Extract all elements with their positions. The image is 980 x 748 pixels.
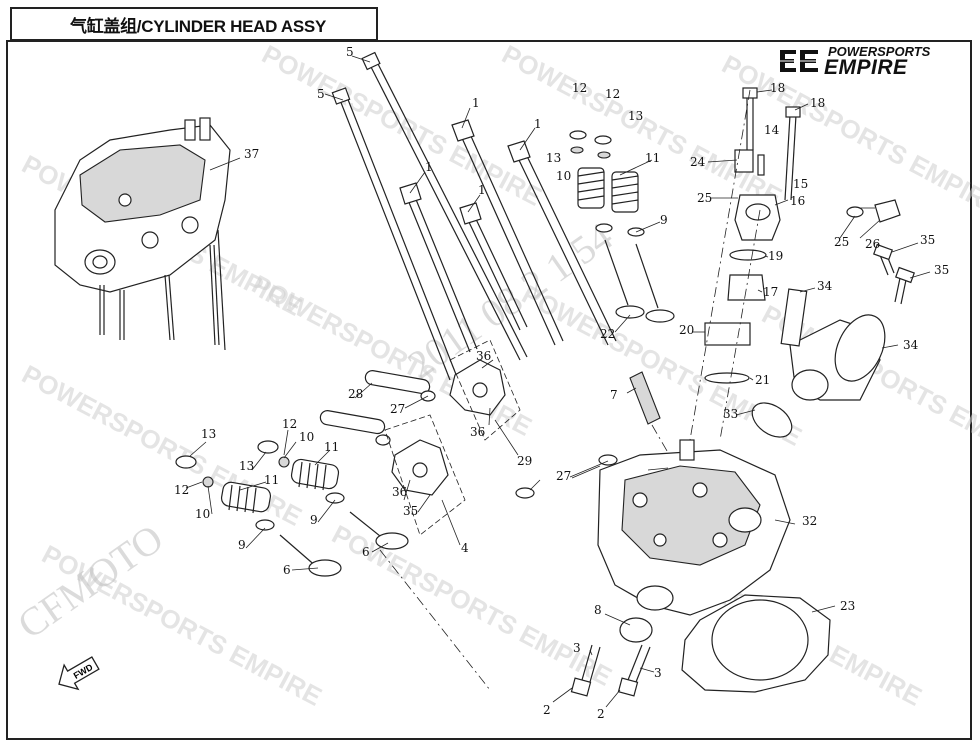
callout-label: 6 <box>283 563 291 577</box>
callout-label: 26 <box>865 237 880 251</box>
callout-label: 25 <box>697 191 712 205</box>
empire-shield-logo-icon <box>778 50 820 72</box>
cylinder-head-30 <box>597 402 793 643</box>
diagram-title: 气缸盖组/CYLINDER HEAD ASSY <box>70 16 326 36</box>
callout-label: 1 <box>472 96 480 110</box>
callout-label: 11 <box>264 473 279 487</box>
callout-label: 35 <box>403 504 418 518</box>
callout-label: 13 <box>546 151 561 165</box>
cylinder-studs <box>570 644 651 697</box>
callout-label: 8 <box>594 603 602 617</box>
exhaust-valve-set <box>175 440 491 691</box>
callout-label: 11 <box>324 440 339 454</box>
rocker-arm-group <box>319 339 618 536</box>
callout-label: 5 <box>317 87 325 101</box>
callout-label: 25 <box>834 235 849 249</box>
logo-text-top: POWERSPORTS <box>828 44 931 59</box>
callout-label: 9 <box>238 538 246 552</box>
callout-label: 33 <box>723 407 738 421</box>
intake-boot-group <box>780 199 915 401</box>
callout-labels: 5 5 1 1 1 1 12 12 13 13 10 11 9 22 18 18… <box>174 45 949 721</box>
callout-label: 35 <box>934 263 949 277</box>
callout-label: 1 <box>534 117 542 131</box>
callout-label: 35 <box>920 233 935 247</box>
title-box: 气缸盖组/CYLINDER HEAD ASSY <box>10 7 378 41</box>
callout-label: 19 <box>768 249 783 263</box>
callout-label: 10 <box>556 169 571 183</box>
fwd-arrow-icon: FWD <box>58 656 100 691</box>
callout-label: 34 <box>903 338 919 352</box>
watermark-text: POWERSPORTS EMPIRE <box>327 519 617 692</box>
callout-label: 22 <box>600 327 615 341</box>
callout-label: 4 <box>461 541 469 555</box>
callout-label: 18 <box>810 96 825 110</box>
callout-label: 21 <box>755 373 770 387</box>
callout-label: 27 <box>556 469 571 483</box>
callout-label: 12 <box>605 87 620 101</box>
callout-label: 24 <box>690 155 706 169</box>
head-gasket-23 <box>681 594 831 693</box>
callout-label: 10 <box>195 507 210 521</box>
callout-label: 13 <box>628 109 643 123</box>
callout-label: 17 <box>763 285 778 299</box>
logo-text-bottom: EMPIRE <box>824 56 908 79</box>
callout-label: 15 <box>793 177 808 191</box>
callout-label: 13 <box>239 459 254 473</box>
callout-label: 29 <box>517 454 532 468</box>
callout-label: 36 <box>470 425 485 439</box>
callout-label: 7 <box>610 388 618 402</box>
callout-label: 18 <box>770 81 785 95</box>
callout-label: 12 <box>572 81 587 95</box>
callout-label: 20 <box>679 323 694 337</box>
callout-label: 23 <box>840 599 855 613</box>
powersports-empire-logo: POWERSPORTS EMPIRE <box>776 44 946 80</box>
callout-label: 32 <box>802 514 817 528</box>
assembled-cylinder-head-37 <box>54 117 241 351</box>
callout-label: 3 <box>654 666 662 680</box>
callout-label: 12 <box>282 417 297 431</box>
watermark-brand: CFMOTO <box>9 515 171 647</box>
leader-lines <box>185 55 931 708</box>
callout-label: 1 <box>478 183 486 197</box>
callout-label: 11 <box>645 151 660 165</box>
callout-label: 34 <box>817 279 833 293</box>
callout-label: 2 <box>597 707 605 721</box>
callout-label: 9 <box>660 213 668 227</box>
callout-label: 5 <box>346 45 354 59</box>
callout-label: 9 <box>310 513 318 527</box>
callout-label: 6 <box>362 545 370 559</box>
callout-label: 36 <box>476 349 491 363</box>
callout-label: 36 <box>392 485 407 499</box>
callout-label: 2 <box>543 703 551 717</box>
head-bolts-group <box>331 51 617 381</box>
callout-label: 10 <box>299 430 314 444</box>
callout-label: 12 <box>174 483 189 497</box>
callout-label: 37 <box>244 147 259 161</box>
callout-label: 14 <box>764 123 780 137</box>
callout-label: 27 <box>390 402 405 416</box>
callout-label: 1 <box>425 160 433 174</box>
callout-label: 16 <box>790 194 805 208</box>
intake-manifold-group <box>689 87 801 441</box>
callout-label: 28 <box>348 387 363 401</box>
callout-label: 13 <box>201 427 216 441</box>
callout-label: 3 <box>573 641 581 655</box>
